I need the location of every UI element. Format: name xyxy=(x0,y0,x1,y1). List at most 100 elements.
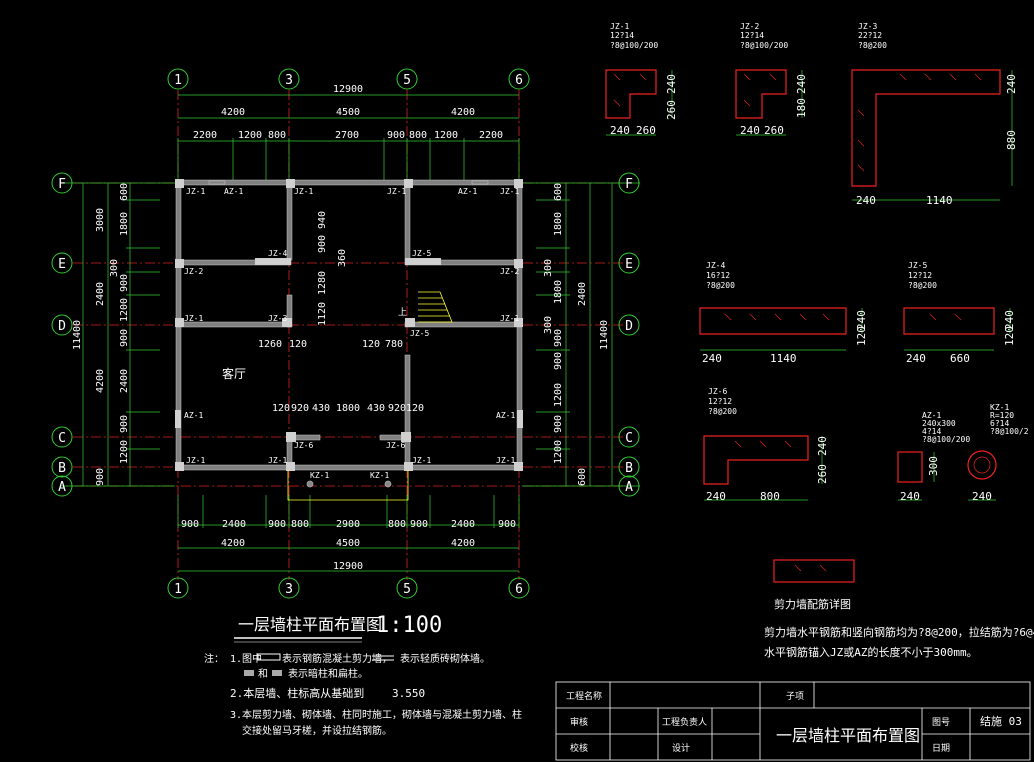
member-label: JZ-6 xyxy=(386,441,405,450)
grid-row-left: B xyxy=(58,461,66,476)
grid-col-top: 1 xyxy=(174,73,182,88)
note-3: 交接处留马牙槎，并设拉结钢筋。 xyxy=(242,724,392,737)
detail-spec: ?8@200 xyxy=(908,281,937,290)
detail-dim: 240 xyxy=(906,352,926,365)
tb-drawing-no: 结施 03 xyxy=(980,715,1022,728)
dim-right-detail: 600 xyxy=(553,183,564,201)
detail-spec: ?8@100/200 xyxy=(740,41,788,50)
dim-corridor: 120 xyxy=(406,403,424,414)
detail-dim: 240 xyxy=(900,490,920,503)
tb-item-label: 子项 xyxy=(786,691,804,702)
detail-dim: 240 xyxy=(816,436,829,456)
member-label: JZ-1 xyxy=(186,187,205,196)
member-label: JZ-1 xyxy=(412,456,431,465)
column-legend xyxy=(272,670,282,676)
grid-row-right: F xyxy=(625,177,633,192)
detail-dim: 800 xyxy=(760,490,780,503)
dim-left-detail: 900 xyxy=(95,468,106,486)
dim-bottom-mid: 4500 xyxy=(336,538,360,549)
dim-left-detail: 1200 xyxy=(119,298,130,322)
detail-spec: ?8@100/200 xyxy=(610,41,658,50)
detail-dim: 1140 xyxy=(770,352,797,365)
detail-dim: 240 xyxy=(856,194,876,207)
tb-design-label: 设计 xyxy=(672,742,690,754)
member-label: KZ-1 xyxy=(370,471,389,480)
dim-inner: 120 xyxy=(289,339,307,350)
dim-right-detail: 1200 xyxy=(553,440,564,464)
grid-col-top: 5 xyxy=(403,73,411,88)
shear-wall-hatches xyxy=(208,180,489,185)
dim-right-detail: 900 xyxy=(553,415,564,433)
dim-right-detail: 300 xyxy=(543,316,554,334)
entrance-canopy xyxy=(287,470,409,501)
dim-right-detail: 900 xyxy=(553,352,564,370)
dim-bottom-mid: 4200 xyxy=(221,538,245,549)
dim-top-detail: 800 xyxy=(409,130,427,141)
note-1: 表示钢筋混凝土剪力墙， xyxy=(282,652,392,665)
tb-review-label: 审核 xyxy=(570,716,588,728)
detail-dim: 120 xyxy=(855,326,868,346)
dim-top-detail: 1200 xyxy=(434,130,458,141)
member-label: JZ-1 xyxy=(268,456,287,465)
dim-bottom-detail: 800 xyxy=(388,519,406,530)
detail-spec: ?8@200 xyxy=(858,41,887,50)
grid-row-left: A xyxy=(58,480,66,495)
detail-spec: 12?14 xyxy=(740,31,764,40)
detail-dim: 660 xyxy=(950,352,970,365)
dim-bottom-detail: 2400 xyxy=(451,519,475,530)
detail-spec: 22?12 xyxy=(858,31,882,40)
member-label: JZ-1 xyxy=(294,187,313,196)
shear-wall-note: 水平钢筋锚入JZ或AZ的长度不小于300mm。 xyxy=(764,645,978,659)
detail-dim: 120 xyxy=(1003,326,1016,346)
dim-right-detail: 600 xyxy=(577,468,588,486)
dim-right-detail: 900 xyxy=(553,329,564,347)
member-label: JZ-3 xyxy=(268,314,287,323)
dim-top-mid: 4200 xyxy=(221,107,245,118)
tb-title: 一层墙柱平面布置图 xyxy=(776,726,920,745)
dimension-lines xyxy=(60,94,640,572)
grid-row-left: C xyxy=(58,431,66,446)
note-2-value: 3.550 xyxy=(392,687,425,700)
dim-corridor: 920 xyxy=(291,403,309,414)
drawing-title: 一层墙柱平面布置图 xyxy=(238,615,382,634)
detail-dim: 260 xyxy=(764,124,784,137)
grid-bubbles xyxy=(51,68,640,599)
dim-left-detail: 1800 xyxy=(119,212,130,236)
dim-inner: 1120 xyxy=(317,302,328,326)
detail-dim: 240 xyxy=(855,310,868,330)
grid-col-bottom: 1 xyxy=(174,582,182,597)
dim-bottom-detail: 800 xyxy=(291,519,309,530)
stair xyxy=(418,291,453,323)
grid-row-left: D xyxy=(58,319,66,334)
member-label: JZ-1 xyxy=(500,187,519,196)
note-1: 和 xyxy=(258,668,268,680)
note-2: 2.本层墙、柱标高从基础到 xyxy=(230,686,364,700)
tb-date-label: 日期 xyxy=(932,743,950,754)
dim-corridor: 430 xyxy=(312,403,330,414)
detail-spec: 6?14 xyxy=(990,419,1009,428)
grid-row-right: D xyxy=(625,319,633,334)
dim-left-mid: 4200 xyxy=(95,369,106,393)
dim-bottom-detail: 900 xyxy=(410,519,428,530)
dim-corridor: 920 xyxy=(388,403,406,414)
member-label: JZ-5 xyxy=(412,249,431,258)
member-label: JZ-6 xyxy=(294,441,313,450)
dim-top-detail: 2700 xyxy=(335,130,359,141)
dim-top-mid: 4200 xyxy=(451,107,475,118)
member-label: AZ-1 xyxy=(458,187,477,196)
shear-wall-title: 剪力墙配筋详图 xyxy=(774,597,851,611)
dim-left-mid: 2400 xyxy=(95,282,106,306)
dim-bottom-detail: 900 xyxy=(181,519,199,530)
grid-row-right: A xyxy=(625,480,633,495)
grid-row-right: B xyxy=(625,461,633,476)
detail-id: AZ-1 xyxy=(922,411,941,420)
grid-row-left: F xyxy=(58,177,66,192)
detail-spec: 16?12 xyxy=(706,271,730,280)
dim-left-detail: 300 xyxy=(109,259,120,277)
detail-dim: 240 xyxy=(740,124,760,137)
dim-bottom-detail: 2900 xyxy=(336,519,360,530)
detail-spec: 12?12 xyxy=(908,271,932,280)
member-label: AZ-1 xyxy=(184,411,203,420)
dim-top-total: 12900 xyxy=(333,84,363,95)
